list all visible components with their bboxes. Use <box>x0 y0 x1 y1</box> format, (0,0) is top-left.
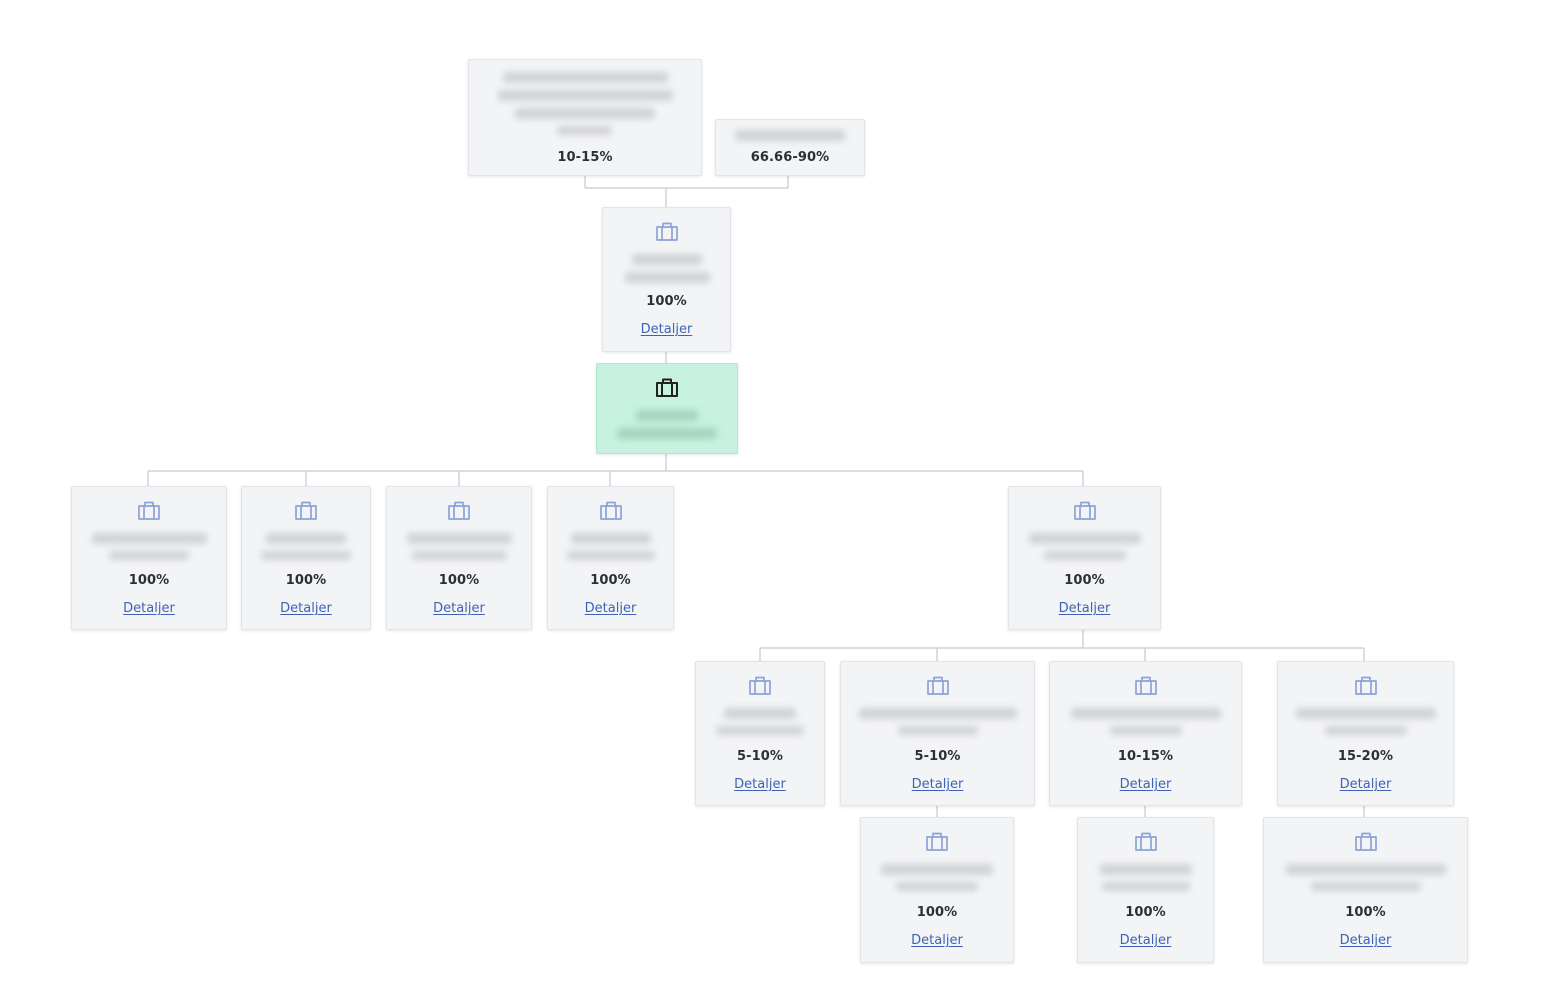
ownership-share: 10-15% <box>557 150 613 165</box>
details-link[interactable]: Detaljer <box>1058 601 1111 616</box>
owner-node[interactable]: 10-15% <box>468 59 702 176</box>
ownership-share: 66.66-90% <box>750 150 830 165</box>
briefcase-icon <box>924 830 950 852</box>
blurred-name <box>624 272 710 283</box>
current-company-node[interactable] <box>596 363 738 454</box>
briefcase-icon <box>1353 830 1379 852</box>
details-link[interactable]: Detaljer <box>433 601 485 616</box>
details-link[interactable]: Detaljer <box>1119 777 1172 792</box>
blurred-name <box>92 533 207 544</box>
briefcase-icon <box>136 499 162 521</box>
details-link[interactable]: Detaljer <box>640 322 693 337</box>
ownership-share: 10-15% <box>1117 749 1174 764</box>
blurred-name <box>735 130 845 141</box>
briefcase-icon <box>1133 830 1159 852</box>
blurred-name <box>109 551 189 560</box>
blurred-name <box>631 254 702 265</box>
blurred-name <box>1070 708 1221 719</box>
subsidiary-node[interactable]: 100% Detaljer <box>241 486 371 630</box>
ownership-share: 100% <box>646 294 687 309</box>
details-link[interactable]: Detaljer <box>280 601 332 616</box>
details-link[interactable]: Detaljer <box>1339 777 1392 792</box>
blurred-name <box>897 726 978 735</box>
subsidiary-node[interactable]: 100% Detaljer <box>547 486 674 630</box>
briefcase-icon <box>446 499 472 521</box>
subsidiary-node[interactable]: 100% Detaljer <box>1077 817 1214 963</box>
subsidiary-node[interactable]: 100% Detaljer <box>386 486 532 630</box>
blurred-name <box>858 708 1017 719</box>
blurred-name <box>407 533 512 544</box>
ownership-share: 100% <box>285 573 327 588</box>
subsidiary-node[interactable]: 5-10% Detaljer <box>840 661 1035 806</box>
details-link[interactable]: Detaljer <box>123 601 175 616</box>
blurred-name <box>636 410 698 421</box>
blurred-name <box>570 533 651 544</box>
briefcase-icon <box>1353 674 1379 696</box>
blurred-name <box>1324 726 1407 735</box>
blurred-name <box>566 551 655 560</box>
blurred-name <box>896 882 978 891</box>
briefcase-icon <box>598 499 624 521</box>
blurred-name <box>1099 864 1192 875</box>
blurred-name <box>557 126 612 135</box>
subsidiary-node[interactable]: 5-10% Detaljer <box>695 661 825 806</box>
briefcase-icon <box>747 674 773 696</box>
blurred-name <box>515 108 655 119</box>
briefcase-icon <box>654 376 680 398</box>
blurred-name <box>1028 533 1141 544</box>
blurred-name <box>412 551 507 560</box>
details-link[interactable]: Detaljer <box>1339 933 1392 948</box>
ownership-share: 100% <box>1345 905 1386 920</box>
ownership-share: 100% <box>438 573 480 588</box>
briefcase-icon <box>654 220 680 242</box>
subsidiary-node[interactable]: 100% Detaljer <box>1008 486 1161 630</box>
subsidiary-node[interactable]: 100% Detaljer <box>860 817 1014 963</box>
details-link[interactable]: Detaljer <box>1119 933 1172 948</box>
parent-company-node[interactable]: 100% Detaljer <box>602 207 731 352</box>
blurred-name <box>1295 708 1436 719</box>
ownership-share: 5-10% <box>736 749 784 764</box>
subsidiary-node[interactable]: 100% Detaljer <box>1263 817 1468 963</box>
blurred-name <box>724 708 796 719</box>
blurred-name <box>716 726 804 735</box>
blurred-name <box>503 72 668 83</box>
briefcase-icon <box>1072 499 1098 521</box>
ownership-share: 100% <box>1064 573 1105 588</box>
details-link[interactable]: Detaljer <box>734 777 786 792</box>
subsidiary-node[interactable]: 100% Detaljer <box>71 486 227 630</box>
ownership-share: 5-10% <box>914 749 961 764</box>
details-link[interactable]: Detaljer <box>911 777 964 792</box>
briefcase-icon <box>293 499 319 521</box>
blurred-name <box>1285 864 1446 875</box>
blurred-name <box>1310 882 1421 891</box>
ownership-share: 15-20% <box>1337 749 1394 764</box>
blurred-name <box>261 551 351 560</box>
blurred-name <box>266 533 346 544</box>
details-link[interactable]: Detaljer <box>584 601 637 616</box>
subsidiary-node[interactable]: 10-15% Detaljer <box>1049 661 1242 806</box>
blurred-name <box>1101 882 1190 891</box>
blurred-name <box>498 90 673 101</box>
blurred-name <box>1109 726 1182 735</box>
subsidiary-node[interactable]: 15-20% Detaljer <box>1277 661 1454 806</box>
blurred-name <box>881 864 993 875</box>
briefcase-icon <box>925 674 951 696</box>
ownership-share: 100% <box>590 573 631 588</box>
details-link[interactable]: Detaljer <box>911 933 963 948</box>
ownership-share: 100% <box>1125 905 1166 920</box>
blurred-name <box>617 428 717 439</box>
ownership-share: 100% <box>128 573 170 588</box>
briefcase-icon <box>1133 674 1159 696</box>
ownership-share: 100% <box>916 905 958 920</box>
owner-node[interactable]: 66.66-90% <box>715 119 865 176</box>
blurred-name <box>1043 551 1126 560</box>
